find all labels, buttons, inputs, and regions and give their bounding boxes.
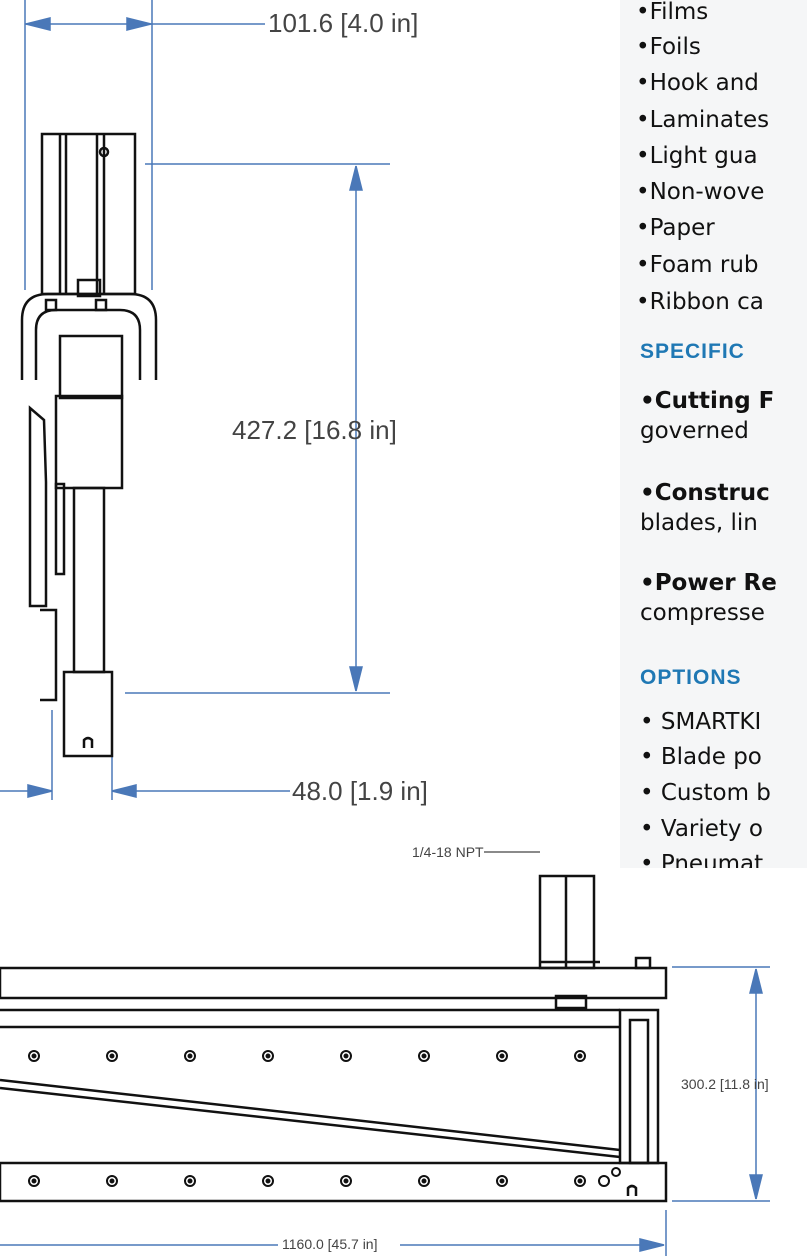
option-item: • SMARTKI xyxy=(640,709,762,735)
material-item: •Non-wove xyxy=(636,179,765,205)
material-item: •Paper xyxy=(636,215,715,241)
material-item: •Ribbon ca xyxy=(636,289,764,315)
spec-item: •Construc xyxy=(640,478,770,508)
spec-item: •Power Re xyxy=(640,568,777,598)
bolt-row-lower xyxy=(28,1167,621,1187)
material-item: •Foam rub xyxy=(636,252,759,278)
spec-item-title: •Power Re xyxy=(640,570,777,596)
dimension-label-bottom-offset: 48.0 [1.9 in] xyxy=(292,776,428,806)
option-item: • Pneumat xyxy=(640,851,764,868)
spec-item: •Cutting F xyxy=(640,386,774,416)
options-heading: OPTIONS xyxy=(640,666,742,689)
base-cutter-drawing xyxy=(0,874,668,1203)
spec-item-desc: compresse xyxy=(640,600,765,626)
option-item: • Blade po xyxy=(640,744,762,770)
spec-item-title: •Construc xyxy=(640,480,770,506)
spec-item-desc: governed xyxy=(640,418,749,444)
spec-panel: •Films •Foils •Hook and •Laminates •Ligh… xyxy=(620,0,807,868)
material-item: •Foils xyxy=(636,34,701,60)
dimension-label-top-width: 101.6 [4.0 in] xyxy=(268,8,419,38)
spec-item-desc: blades, lin xyxy=(640,510,758,536)
dimension-label-port: 1/4-18 NPT xyxy=(412,844,484,860)
material-item: •Light gua xyxy=(636,143,758,169)
option-item: • Custom b xyxy=(640,780,771,806)
option-item: • Variety o xyxy=(640,816,763,842)
material-item: •Films xyxy=(636,0,709,25)
knife-unit-drawing xyxy=(20,132,158,758)
spec-item-title: •Cutting F xyxy=(640,388,775,414)
dimension-label-base-height: 300.2 [11.8 in] xyxy=(681,1076,769,1092)
specifications-heading: SPECIFIC xyxy=(640,340,745,363)
material-item: •Hook and xyxy=(636,70,759,96)
material-item: •Laminates xyxy=(636,107,770,133)
dimension-label-base-length: 1160.0 [45.7 in] xyxy=(282,1236,378,1252)
dimension-label-height: 427.2 [16.8 in] xyxy=(232,415,397,445)
bolt-row-upper xyxy=(28,1050,586,1062)
